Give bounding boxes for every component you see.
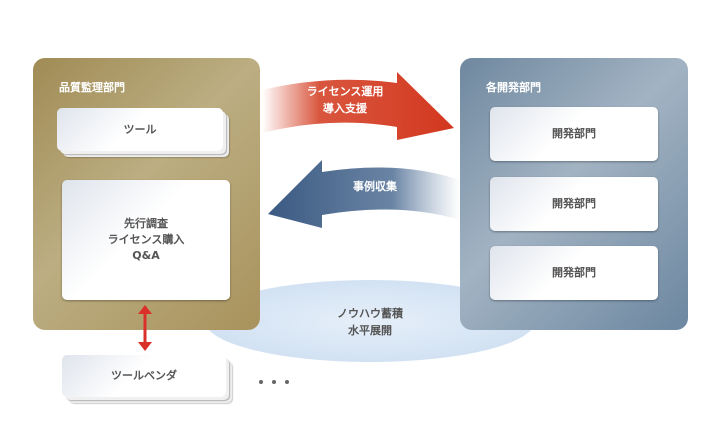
- red-double-arrow: [138, 305, 152, 351]
- blue-arrow-label: 事例収集: [353, 180, 397, 193]
- dev-dept-card: 開発部門: [490, 107, 658, 161]
- ellipsis-dot: [272, 380, 276, 384]
- dev-dept-label: 開発部門: [552, 197, 596, 210]
- dev-depts-title: 各開発部門: [486, 81, 541, 94]
- red-arrow-line: 導入支援: [323, 102, 367, 115]
- ellipsis-dot: [285, 380, 289, 384]
- service-item: Q&A: [132, 249, 160, 262]
- knowledge-label: ノウハウ蓄積 水平展開: [310, 305, 430, 339]
- blue-arrow: [268, 160, 460, 228]
- services-card: 先行調査 ライセンス購入 Q&A: [62, 180, 230, 300]
- knowledge-line: 水平展開: [348, 324, 392, 337]
- red-arrow: [262, 72, 454, 140]
- ellipsis-dot: [259, 380, 263, 384]
- dev-dept-card: 開発部門: [490, 246, 658, 300]
- tool-vendor-card: ツールベンダ: [62, 355, 226, 397]
- service-item: ライセンス購入: [107, 233, 185, 246]
- dev-dept-label: 開発部門: [552, 127, 596, 140]
- red-arrow-line: ライセンス運用: [306, 85, 384, 98]
- red-arrow-label: ライセンス運用 導入支援: [295, 83, 395, 117]
- tool-card-label: ツール: [123, 122, 157, 136]
- tool-card: ツール: [57, 108, 223, 151]
- dev-dept-label: 開発部門: [552, 266, 596, 279]
- knowledge-line: ノウハウ蓄積: [337, 307, 403, 320]
- tool-vendor-label: ツールベンダ: [111, 369, 177, 382]
- dev-dept-card: 開発部門: [490, 177, 658, 231]
- service-item: 先行調査: [124, 217, 168, 230]
- quality-dept-title: 品質監理部門: [59, 81, 125, 94]
